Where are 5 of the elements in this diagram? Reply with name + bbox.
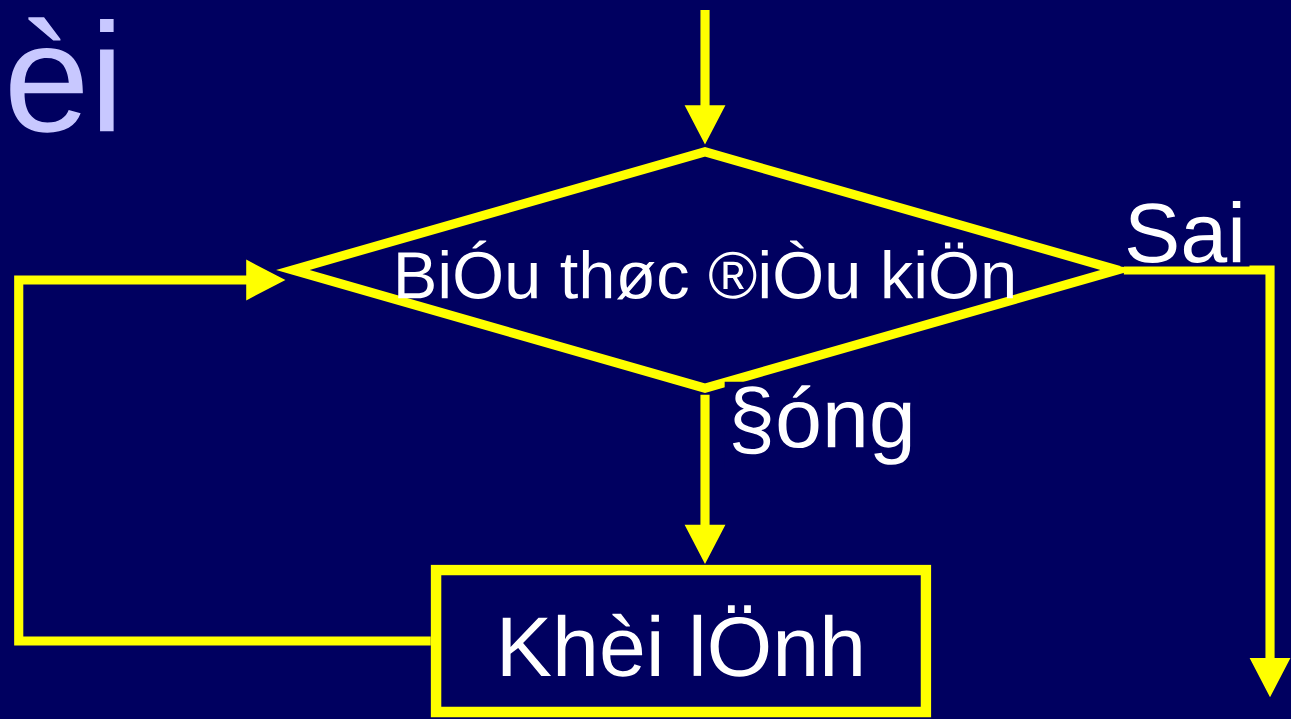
edge-label: Sai [1120,197,1250,267]
edge-label: §óng [724,381,920,469]
process-box: Khèi lÖnh [430,564,932,718]
arrow [14,259,431,646]
slide-title: èi [10,17,114,133]
